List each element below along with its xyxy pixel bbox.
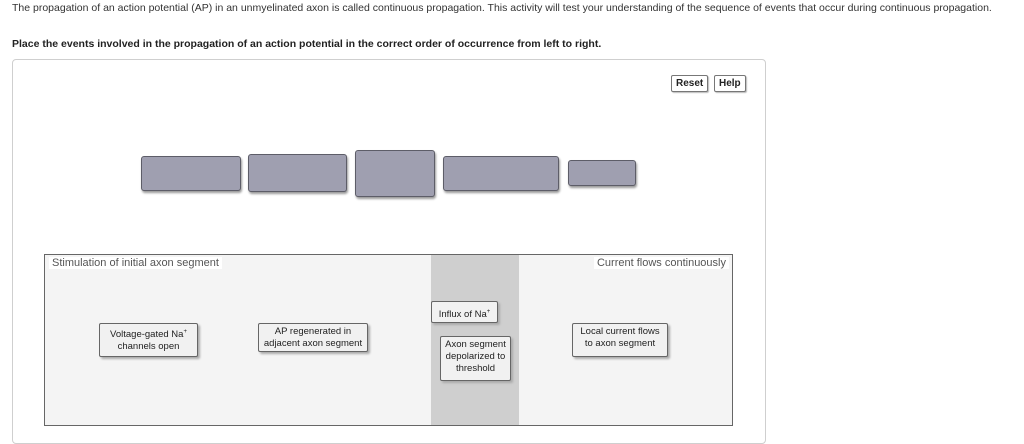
bank-right-label: Current flows continuously	[593, 257, 729, 269]
card-line: Voltage-gated Na+	[110, 329, 187, 341]
bank-left-label: Stimulation of initial axon segment	[49, 257, 222, 269]
reset-button[interactable]: Reset	[671, 75, 709, 92]
card-line: threshold	[455, 363, 496, 374]
answer-bank: Stimulation of initial axon segment Curr…	[44, 254, 733, 426]
card-line: to axon segment	[584, 338, 656, 349]
card-local-current[interactable]: Local current flows to axon segment	[572, 323, 668, 357]
card-line: adjacent axon segment	[263, 338, 363, 349]
card-line: Axon segment	[445, 339, 506, 350]
intro-text: The propagation of an action potential (…	[12, 2, 992, 14]
card-line: AP regenerated in	[274, 326, 352, 337]
card-ap-regenerated[interactable]: AP regenerated in adjacent axon segment	[258, 323, 368, 352]
help-button[interactable]: Help	[714, 75, 746, 92]
card-line: Local current flows	[580, 326, 660, 337]
instruction-text: Place the events involved in the propaga…	[12, 38, 602, 50]
drop-slot-5[interactable]	[568, 160, 636, 186]
card-voltage-gated-na[interactable]: Voltage-gated Na+ channels open	[99, 323, 198, 357]
activity-panel: Reset Help Stimulation of initial axon s…	[12, 59, 766, 444]
card-line: channels open	[117, 341, 180, 353]
card-line: depolarized to	[445, 351, 506, 362]
card-axon-segment-depolarized[interactable]: Axon segment depolarized to threshold	[440, 336, 511, 381]
drop-slot-2[interactable]	[248, 154, 347, 192]
drop-slot-4[interactable]	[443, 156, 559, 191]
card-influx-na[interactable]: Influx of Na+	[431, 301, 498, 323]
drop-slot-1[interactable]	[141, 156, 241, 191]
drop-slot-3[interactable]	[355, 150, 435, 197]
